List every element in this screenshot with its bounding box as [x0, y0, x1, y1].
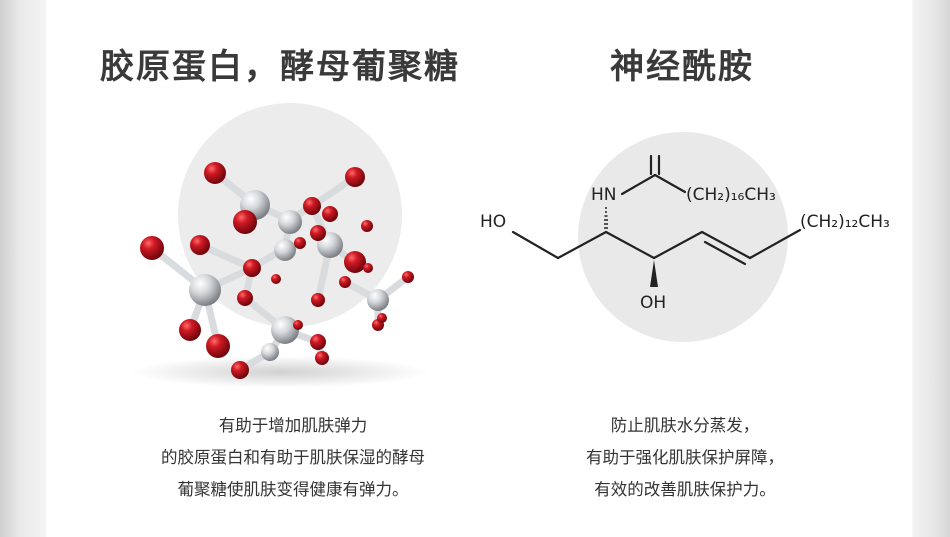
description-line: 有助于强化肌肤保护屏障，	[586, 448, 784, 467]
ceramide-title: 神经酰胺	[610, 47, 754, 87]
description-line: 有效的改善肌肤保护力。	[594, 480, 776, 499]
fatty-chain-label-right: (CH₂)₁₂CH₃	[800, 212, 890, 232]
hashed-wedge-bond	[604, 207, 608, 229]
hydroxyl-label-oh: OH	[640, 293, 666, 313]
amine-label-hn: HN	[591, 185, 617, 205]
hydroxyl-label-ho: HO	[480, 212, 506, 232]
collagen-glucan-description: 有助于增加肌肤弹力 的胶原蛋白和有助于肌肤保湿的酵母 葡聚糖使肌肤变得健康有弹力…	[108, 410, 478, 506]
description-line: 有助于增加肌肤弹力	[218, 416, 368, 435]
description-line: 的胶原蛋白和有助于肌肤保湿的酵母	[161, 448, 425, 467]
description-line: 防止肌肤水分蒸发，	[610, 416, 760, 435]
ceramide-description: 防止肌肤水分蒸发， 有助于强化肌肤保护屏障， 有效的改善肌肤保护力。	[520, 410, 850, 506]
fatty-chain-label-top: (CH₂)₁₆CH₃	[686, 185, 776, 205]
collagen-glucan-title: 胶原蛋白，酵母葡聚糖	[100, 47, 460, 87]
description-line: 葡聚糖使肌肤变得健康有弹力。	[177, 480, 409, 499]
structure-backdrop-circle	[578, 132, 788, 342]
solid-wedge-bond	[650, 260, 658, 287]
red-atoms	[140, 162, 414, 379]
